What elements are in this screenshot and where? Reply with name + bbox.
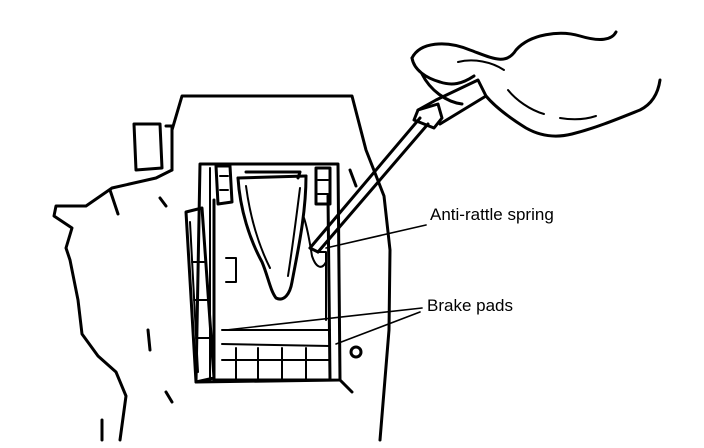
anti-rattle-spring (236, 170, 327, 301)
screwdriver (308, 78, 488, 254)
guide-pin-right (314, 166, 332, 206)
brake-pads-label: Brake pads (427, 296, 513, 315)
anti-rattle-spring-label: Anti-rattle spring (430, 205, 554, 224)
leader-brake-pad-outer (225, 307, 423, 331)
callout-lines (225, 224, 427, 345)
leader-anti-rattle-spring (325, 224, 427, 249)
guide-pin-left (214, 164, 234, 206)
leader-brake-pad-inner (335, 311, 421, 345)
caliper-window (194, 162, 342, 384)
brake-pad-inner (212, 194, 332, 382)
hand (410, 30, 662, 138)
